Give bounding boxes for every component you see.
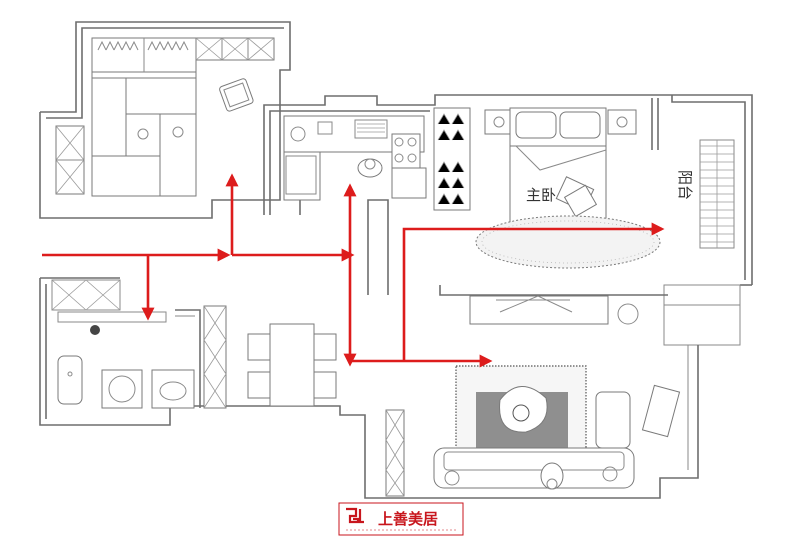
bathroom [57, 305, 227, 409]
dining-area [247, 323, 337, 407]
brand-logo: 上善美居 [338, 502, 464, 536]
brand-name: 上善美居 [378, 510, 438, 528]
master-bedroom-label: 主卧 [526, 186, 556, 204]
balcony: 阳台 [676, 139, 735, 249]
outer-walls [39, 21, 753, 499]
living-room [385, 295, 681, 497]
circulation-arrows [42, 173, 665, 368]
bedroom-rug [475, 215, 661, 269]
wardrobe-room [55, 37, 275, 197]
master-bedroom: 主卧 [475, 107, 661, 269]
balcony-label: 阳台 [676, 170, 694, 200]
kitchen [283, 115, 427, 201]
closet-strip [433, 107, 471, 211]
